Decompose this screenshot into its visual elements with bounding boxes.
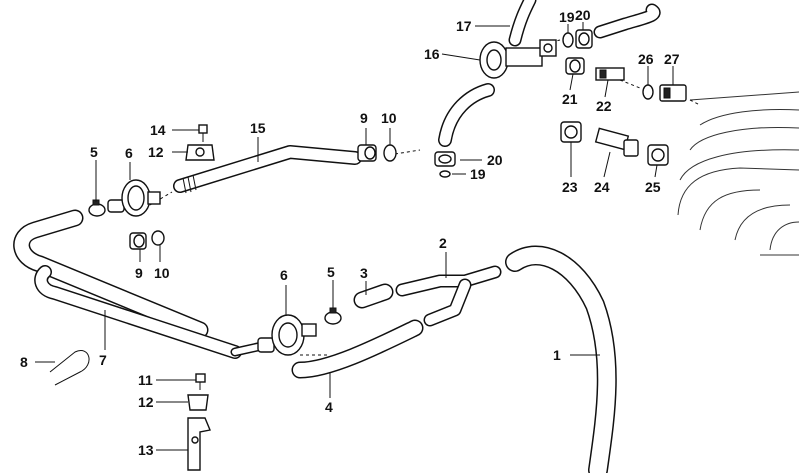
callout-13: 13 <box>138 442 154 458</box>
hose-7 <box>13 209 267 359</box>
callout-6: 6 <box>125 145 133 161</box>
nut-20-lower <box>434 151 456 167</box>
leader-lines <box>35 22 674 451</box>
valve-6-upper <box>107 179 161 217</box>
nut-9-lower <box>129 232 147 250</box>
clamp-5-upper <box>88 199 106 217</box>
callout-20: 20 <box>487 152 503 168</box>
callout-10: 10 <box>154 265 170 281</box>
callout-26: 26 <box>638 51 654 67</box>
hose-to-20 <box>438 83 495 147</box>
callout-9: 9 <box>135 265 143 281</box>
ring-10-upper <box>383 144 397 162</box>
callout-22: 22 <box>596 98 612 114</box>
callout-21: 21 <box>562 91 578 107</box>
callout-25: 25 <box>645 179 661 195</box>
callout-23: 23 <box>562 179 578 195</box>
callout-1: 1 <box>553 347 561 363</box>
callout-12: 12 <box>138 394 154 410</box>
hose-1 <box>505 245 617 473</box>
hose-15 <box>173 145 362 194</box>
hose-17 <box>508 0 661 47</box>
callout-15: 15 <box>250 120 266 136</box>
callout-2: 2 <box>439 235 447 251</box>
nut-20-top <box>575 29 593 49</box>
callout-12: 12 <box>148 144 164 160</box>
callout-20: 20 <box>575 7 591 23</box>
nut-25 <box>647 144 669 166</box>
valve-6-lower <box>257 314 317 356</box>
callout-24: 24 <box>594 179 610 195</box>
nut-23 <box>560 121 582 143</box>
union-27 <box>659 84 687 102</box>
support-13 <box>187 417 211 471</box>
fitting-24 <box>594 127 639 157</box>
callout-7: 7 <box>99 352 107 368</box>
clamp-5-lower <box>324 307 342 325</box>
callout-6: 6 <box>280 267 288 283</box>
callout-3: 3 <box>360 265 368 281</box>
screw-11 <box>195 373 206 390</box>
bracket-12-lower <box>187 394 209 411</box>
callout-14: 14 <box>150 122 166 138</box>
callout-labels: 1 2 3 4 5 5 6 6 7 8 9 9 10 10 11 12 12 1… <box>20 7 680 458</box>
callout-10: 10 <box>381 110 397 126</box>
screw-14 <box>198 124 208 142</box>
y-piece-2 <box>395 265 502 327</box>
nut-9-upper <box>357 144 377 162</box>
hose-4 <box>291 319 424 379</box>
engine-block-outline <box>677 91 799 256</box>
fitting-22 <box>595 67 625 81</box>
callout-8: 8 <box>20 354 28 370</box>
nut-21 <box>565 57 585 75</box>
hose-3 <box>353 283 394 309</box>
callout-4: 4 <box>325 399 333 415</box>
callout-5: 5 <box>327 264 335 280</box>
ring-10-lower <box>151 230 165 246</box>
valve-16 <box>479 39 557 79</box>
callout-17: 17 <box>456 18 472 34</box>
clip-8 <box>49 350 90 386</box>
callout-5: 5 <box>90 144 98 160</box>
callout-27: 27 <box>664 51 680 67</box>
callout-11: 11 <box>138 372 153 388</box>
washer-19-lower <box>439 170 451 178</box>
bracket-12-upper <box>185 144 215 161</box>
reference-lines <box>149 39 701 356</box>
callout-16: 16 <box>424 46 440 62</box>
washer-26 <box>642 84 654 100</box>
callout-19: 19 <box>559 9 575 25</box>
callout-19: 19 <box>470 166 486 182</box>
washer-19-top <box>562 32 574 48</box>
callout-9: 9 <box>360 110 368 126</box>
